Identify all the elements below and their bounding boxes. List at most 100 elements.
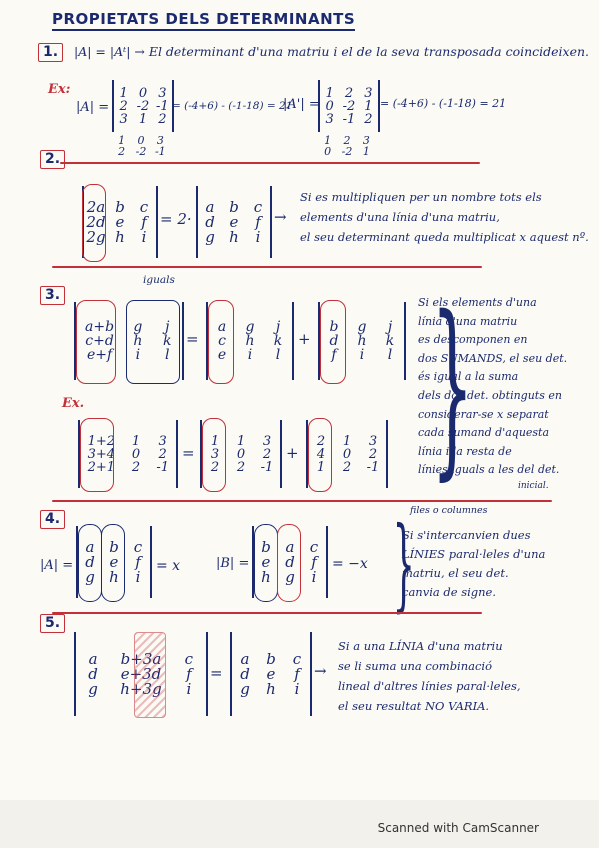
section-2-number: 2. xyxy=(40,150,66,169)
section-5-left-matrix: ab+3acde+3dfgh+3gi xyxy=(74,632,208,716)
matrix-cell: -1 xyxy=(154,145,166,158)
matrix-cell: h xyxy=(357,333,367,349)
matrix-cell: d xyxy=(88,664,98,683)
matrix-cell: 2 xyxy=(158,446,167,462)
matrix-cell: j xyxy=(165,319,170,335)
section-3-explanation: Si els elements d'una línia d'una matriu… xyxy=(418,294,567,492)
matrix-cell: h xyxy=(261,567,271,586)
section-4-text-line: canvia de signe. xyxy=(402,585,497,599)
matrix-cell: e xyxy=(217,347,227,363)
section-1-rhs-label: |A'| = xyxy=(283,97,320,112)
section-3-number: 3. xyxy=(40,286,66,305)
matrix-cell: f xyxy=(186,664,192,683)
matrix-cell: d xyxy=(205,212,215,231)
matrix-cell: 1 xyxy=(316,459,326,475)
section-3-text-line: dos SUMANDS, el seu det. xyxy=(418,351,568,365)
matrix-cell: -1 xyxy=(260,459,274,475)
matrix-cell: h xyxy=(229,227,239,246)
matrix-cell: i xyxy=(141,227,147,246)
matrix-cell: i xyxy=(135,347,141,363)
matrix-cell: -2 xyxy=(136,98,150,114)
section-3-text-line: és igual a la suma xyxy=(418,370,519,384)
matrix-cell: 2 xyxy=(316,433,326,449)
section-4-text-line: LÍNIES paral·leles d'una xyxy=(402,547,546,561)
matrix-cell: b+3a xyxy=(121,651,162,667)
section-4-explanation: Si s'intercanvien dues LÍNIES paral·lele… xyxy=(402,526,545,602)
matrix-cell: d xyxy=(329,333,339,349)
matrix-cell: c+d xyxy=(85,333,114,349)
matrix-cell: h xyxy=(115,227,125,246)
section-2-text-line: el seu determinant queda multiplicat x a… xyxy=(300,230,589,244)
matrix-cell: 0 xyxy=(324,145,332,158)
matrix-cell: c xyxy=(292,649,302,668)
section-4-divider xyxy=(52,612,482,614)
matrix-cell: 2a xyxy=(86,197,106,216)
matrix-cell: g xyxy=(85,567,95,586)
matrix-cell: 2 xyxy=(344,85,354,101)
matrix-cell: e+3d xyxy=(121,666,162,682)
section-3-text-line: cada sumand d'aquesta xyxy=(418,426,550,440)
section-3-text-line: línia d'una matriu xyxy=(418,314,518,328)
matrix-cell: g xyxy=(357,319,367,335)
matrix-cell: a xyxy=(240,649,250,668)
matrix-cell: -2 xyxy=(341,145,353,158)
section-2-highlight-column xyxy=(82,184,106,262)
matrix-cell: e xyxy=(109,552,119,571)
matrix-cell: e+f xyxy=(86,347,113,363)
section-1-number: 1. xyxy=(38,43,64,62)
section-3-highlight-a xyxy=(208,300,234,384)
matrix-cell: 3 xyxy=(364,85,373,101)
matrix-cell: d xyxy=(240,664,250,683)
page-title: PROPIETATS DELS DETERMINANTS xyxy=(52,10,356,31)
matrix-cell: 1 xyxy=(138,111,148,127)
section-3-highlight-column xyxy=(76,300,116,384)
matrix-cell: 2 xyxy=(118,145,126,158)
matrix-cell: h xyxy=(109,567,119,586)
matrix-cell: f xyxy=(141,212,147,231)
section-3-example-highlight xyxy=(80,418,114,492)
matrix-cell: e xyxy=(261,552,271,571)
matrix-cell: -1 xyxy=(156,459,169,475)
section-3-plus: + xyxy=(298,330,311,348)
section-4-b-value: = −x xyxy=(332,556,368,572)
matrix-cell: 0 xyxy=(138,85,148,101)
matrix-cell: l xyxy=(275,347,281,363)
matrix-cell: 3 xyxy=(362,134,370,147)
section-5-text-line: el seu resultat NO VARIA. xyxy=(338,699,490,713)
matrix-cell: b xyxy=(109,537,119,556)
matrix-cell: 0 xyxy=(137,134,145,147)
section-1-ex-label: Ex: xyxy=(48,82,71,97)
matrix-cell: k xyxy=(385,333,395,349)
matrix-cell: l xyxy=(165,347,170,363)
section-5-number: 5. xyxy=(40,614,66,633)
matrix-cell: 1 xyxy=(325,85,334,101)
section-3-equal-columns-box xyxy=(126,300,180,384)
section-3-ex-label: Ex. xyxy=(62,396,85,411)
matrix-cell: a xyxy=(285,537,295,556)
matrix-cell: 1 xyxy=(236,433,246,449)
section-1-calc-a: = (-4+6) - (-1-18) = 21 xyxy=(172,100,293,112)
matrix-cell: -1 xyxy=(342,111,356,127)
matrix-cell: e xyxy=(266,664,276,683)
matrix-cell: 4 xyxy=(316,446,326,462)
section-2-arrow-icon: → xyxy=(274,208,287,226)
matrix-cell: 0 xyxy=(325,98,334,114)
section-1-lhs-label: |A| = xyxy=(76,100,110,115)
section-2-text-line: elements d'una línia d'una matriu, xyxy=(300,210,500,224)
matrix-cell: -2 xyxy=(135,145,147,158)
matrix-cell: l xyxy=(387,347,393,363)
section-3-example-part-1-highlight xyxy=(202,418,226,492)
matrix-cell: f xyxy=(311,552,317,571)
matrix-cell: e xyxy=(229,212,239,231)
matrix-cell: b xyxy=(266,649,276,668)
matrix-cell: 0 xyxy=(236,446,246,462)
matrix-cell: a xyxy=(85,537,95,556)
section-3-text-line: línies iguals a les del det. xyxy=(418,463,560,477)
section-4-number: 4. xyxy=(40,510,66,529)
